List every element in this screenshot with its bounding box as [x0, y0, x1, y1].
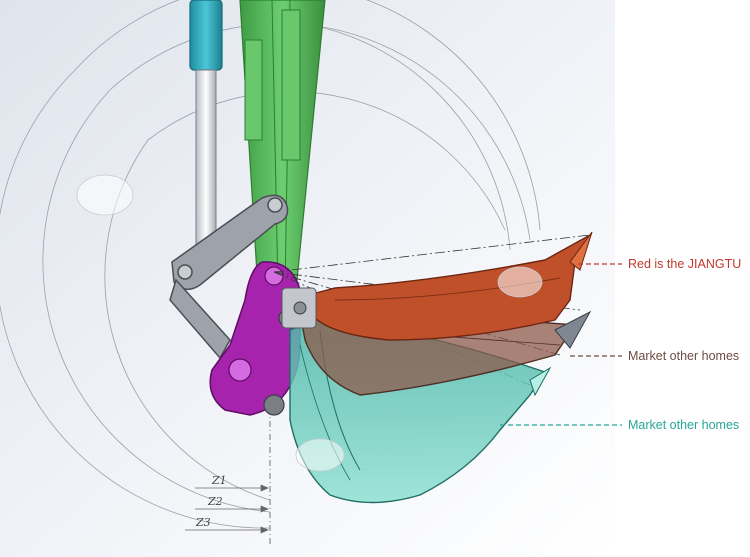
arc-middle [42, 23, 531, 513]
legend-label-market-2: Market other homes [628, 418, 739, 432]
watermark-logo [76, 174, 543, 472]
legend-leaders [500, 263, 622, 426]
arc-inner [104, 91, 506, 501]
bucket-link [209, 261, 301, 416]
legend-label-market-1: Market other homes [628, 349, 739, 363]
legend-label-jiangtu: Red is the JIANGTU [628, 257, 741, 271]
arc-outer [0, 0, 541, 529]
rocker-links [169, 194, 289, 360]
radius-label-z2: Z2 [207, 495, 223, 508]
hydraulic-cylinder [189, 0, 223, 256]
pivot-pin [293, 301, 307, 315]
radius-label-z1: Z1 [211, 474, 227, 487]
radius-label-z3: Z3 [195, 516, 211, 529]
radius-leaders [185, 484, 269, 534]
